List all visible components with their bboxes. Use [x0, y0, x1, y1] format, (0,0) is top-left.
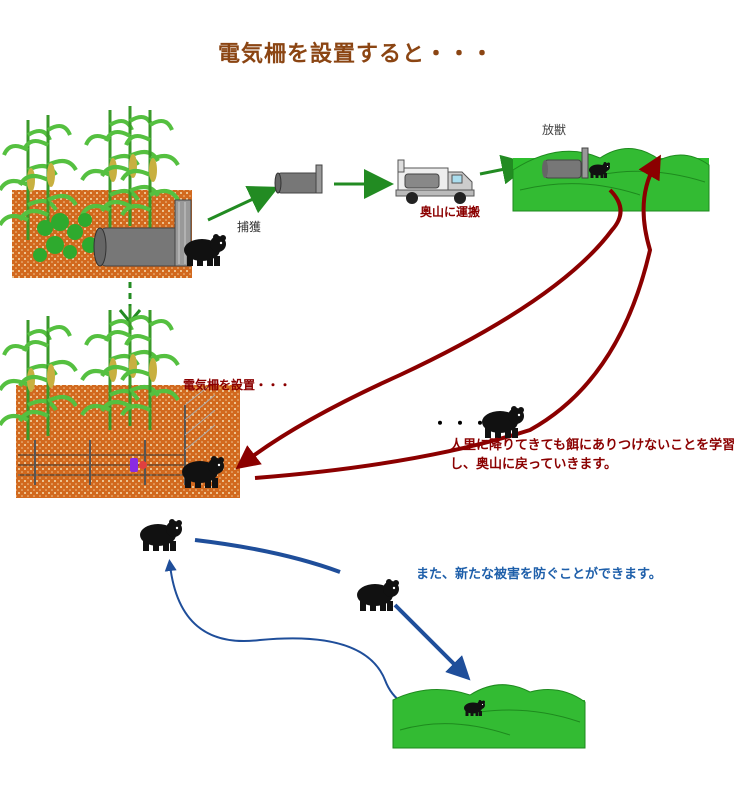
return-arrows: [235, 154, 661, 480]
truck-icon: [395, 159, 475, 204]
electric-fence-icon: [18, 384, 216, 485]
learning-message: 人里に降りてきても餌にありつけないことを学習し、奥山に戻っていきます。: [450, 438, 736, 472]
mountain-home: [392, 684, 586, 749]
fence-installed-label: 電気柵を設置・・・: [183, 378, 292, 392]
capture-arrow: [207, 186, 279, 222]
ellipsis-dots: ・・・: [432, 414, 493, 433]
mountain-release: [512, 147, 710, 212]
page-title: 電気柵を設置すると・・・: [218, 42, 495, 67]
transport-label: 奥山に運搬: [420, 205, 481, 219]
small-cage-icon: [274, 164, 323, 194]
capture-label: 捕獲: [237, 220, 262, 234]
release-label: 放獣: [542, 123, 567, 137]
trap-cage-icon: [93, 199, 192, 267]
prevention-message: また、新たな被害を防ぐことができます。: [416, 567, 662, 582]
